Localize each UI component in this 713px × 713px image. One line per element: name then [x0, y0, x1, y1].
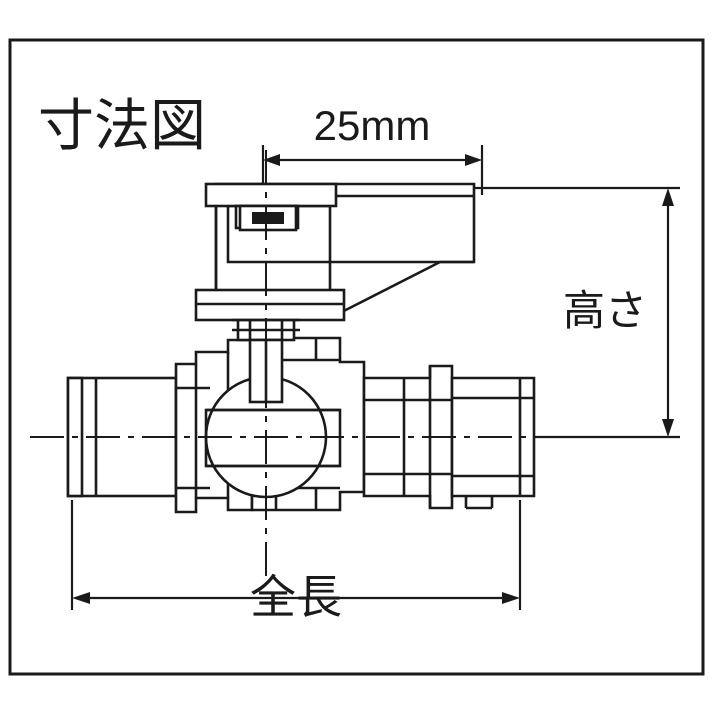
right-dimension-group	[470, 186, 680, 439]
bottom-dimension-group	[70, 500, 522, 610]
bottom-dimension-label: 全長	[250, 571, 342, 623]
centerlines	[30, 150, 578, 580]
valve-right-thread-end	[450, 376, 536, 510]
right-dimension-label: 高さ	[563, 287, 647, 334]
top-dimension-label: 25mm	[314, 102, 431, 149]
figure-title: 寸法図	[38, 94, 206, 157]
valve-stem-nut	[238, 204, 298, 232]
drawing-frame	[8, 38, 705, 676]
